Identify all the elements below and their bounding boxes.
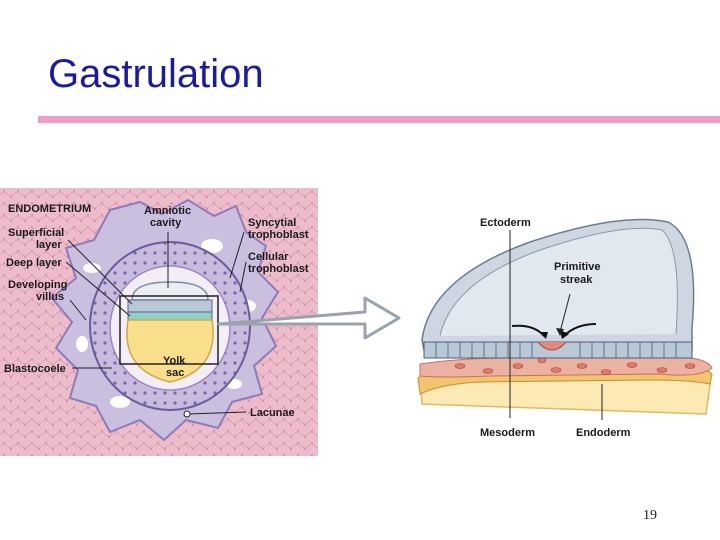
primitive-streak bbox=[537, 341, 567, 351]
title-divider bbox=[38, 116, 720, 123]
label-ectoderm: Ectoderm bbox=[480, 217, 531, 229]
label-cellular-trophoblast: Cellular bbox=[248, 251, 289, 263]
label-deep-layer: Deep layer bbox=[6, 257, 62, 269]
label-superficial-layer: Superficial bbox=[8, 227, 64, 239]
label-cellular-trophoblast: trophoblast bbox=[248, 263, 309, 275]
label-syncytial-trophoblast: trophoblast bbox=[248, 229, 309, 241]
label-amniotic-cavity: Amniotic bbox=[144, 205, 191, 217]
magnify-arrow bbox=[217, 296, 401, 340]
magnification-box bbox=[119, 295, 219, 365]
label-yolk-sac: Yolk bbox=[163, 355, 186, 367]
label-primitive-streak: Primitive bbox=[554, 261, 600, 273]
yolk-sac bbox=[126, 319, 214, 383]
superficial-layer bbox=[127, 299, 213, 313]
page-number: 19 bbox=[643, 508, 657, 523]
label-yolk-sac: sac bbox=[166, 367, 184, 379]
label-endoderm: Endoderm bbox=[576, 427, 631, 439]
label-endometrium: ENDOMETRIUM bbox=[8, 203, 91, 215]
label-syncytial-trophoblast: Syncytial bbox=[248, 217, 296, 229]
blastocyst-diagram: ENDOMETRIUM Superficial layer Deep layer… bbox=[0, 188, 318, 456]
label-primitive-streak: streak bbox=[560, 274, 593, 286]
label-lacunae: Lacunae bbox=[250, 407, 295, 419]
slide-title: Gastrulation bbox=[48, 52, 264, 96]
label-superficial-layer: layer bbox=[36, 239, 62, 251]
gastrulation-diagram: Ectoderm Primitive streak Mesoderm Endod… bbox=[417, 217, 713, 439]
label-developing-villus: villus bbox=[36, 291, 64, 303]
label-blastocoele: Blastocoele bbox=[4, 363, 66, 375]
deep-layer bbox=[127, 311, 213, 321]
mesoderm-layer bbox=[419, 357, 713, 378]
label-developing-villus: Developing bbox=[8, 279, 67, 291]
label-amniotic-cavity: cavity bbox=[150, 217, 182, 229]
label-mesoderm: Mesoderm bbox=[480, 427, 535, 439]
